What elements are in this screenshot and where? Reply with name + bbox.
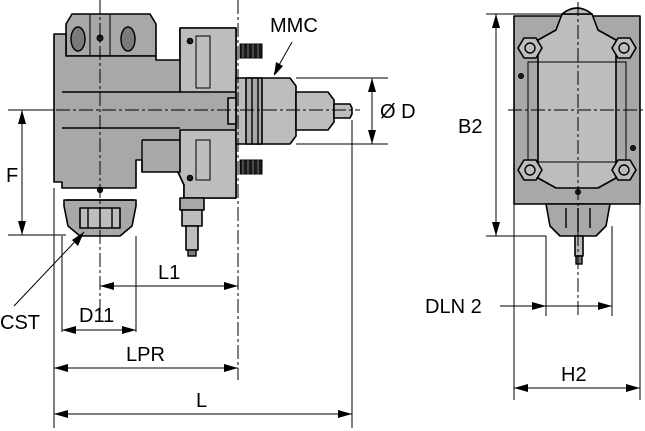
dim-cst: CST [0, 231, 85, 334]
coolant-body [181, 209, 203, 227]
side-centerlines [10, 0, 360, 380]
dim-h2: H2 [513, 204, 641, 400]
front-hole-top [186, 37, 194, 45]
drive-shaft-tip [333, 103, 353, 119]
dim-od: Ø D [296, 77, 416, 145]
label-l1: L1 [158, 262, 180, 284]
front-slot-outline [195, 35, 211, 89]
front-hole-bottom [186, 174, 194, 182]
front-top-dome [561, 7, 593, 15]
screw-bottom [239, 159, 263, 175]
front-coolant-pipe [574, 235, 584, 257]
dim-mmc: MMC [270, 15, 318, 76]
label-d11: D11 [79, 305, 114, 327]
front-hole-left [518, 73, 524, 79]
dim-f: F [6, 109, 66, 236]
front-inner-outline [527, 61, 627, 163]
drive-shaft [295, 91, 335, 131]
coolant-tip [187, 249, 197, 257]
dim-l: L [53, 120, 353, 428]
label-lpr: LPR [126, 344, 165, 366]
mmc-ring [245, 77, 263, 145]
front-centerlines [508, 2, 645, 316]
hex-bolt-tl [517, 37, 543, 59]
dim-lpr: LPR [53, 188, 238, 382]
coolant-nut [179, 197, 205, 211]
mmc-flange [235, 77, 297, 145]
dim-l1: L1 [100, 262, 238, 290]
label-b2: B2 [458, 116, 482, 138]
dim-b2: B2 [458, 13, 562, 237]
front-hole-right [630, 145, 636, 151]
label-cst: CST [0, 312, 40, 334]
dim-d11: D11 [61, 236, 137, 334]
screw-top [239, 43, 263, 59]
side-view [53, 13, 353, 257]
mmc-key [227, 97, 237, 125]
hex-bolt-tr [611, 37, 637, 59]
front-view [513, 7, 641, 265]
label-h2: H2 [561, 364, 587, 386]
coolant-pipe [185, 225, 199, 251]
top-slot-right [120, 26, 136, 52]
top-slot-left [70, 26, 86, 52]
label-dln2: DLN 2 [425, 296, 482, 318]
label-od: Ø D [380, 101, 416, 123]
front-slot-outline-lower [195, 139, 211, 181]
label-f: F [6, 165, 18, 187]
front-coolant-tip [575, 255, 583, 265]
hex-bolt-br [611, 159, 637, 181]
dim-dln2: DLN 2 [425, 226, 613, 318]
label-l: L [196, 390, 207, 412]
label-mmc: MMC [270, 15, 318, 37]
front-housing [179, 27, 237, 93]
hex-bolt-bl [517, 159, 543, 181]
